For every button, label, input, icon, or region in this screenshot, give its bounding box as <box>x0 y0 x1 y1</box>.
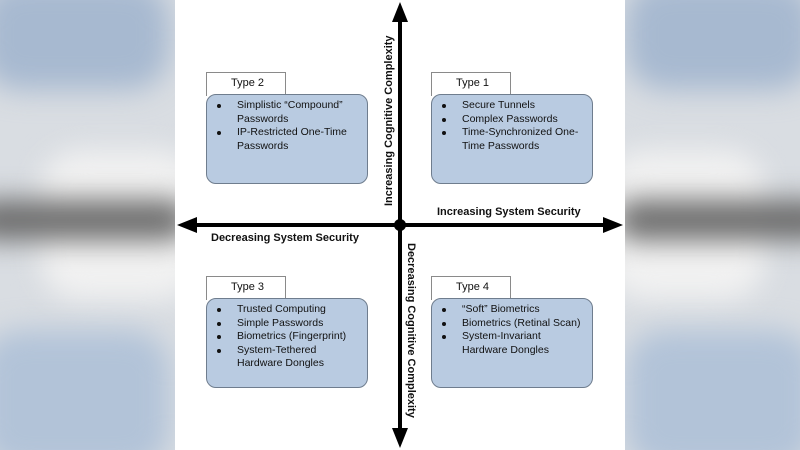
bullet-icon <box>217 335 221 339</box>
bullet-icon <box>442 321 446 326</box>
list-item: Biometrics (Retinal Scan) <box>440 317 588 331</box>
bullet-icon <box>217 348 221 353</box>
list-item: System-Tethered Hardware Dongles <box>215 344 363 371</box>
blur-shape <box>625 0 800 90</box>
blur-shape <box>0 330 170 450</box>
arrow-up-icon <box>392 2 408 22</box>
blur-shape <box>625 200 800 240</box>
item-text: IP-Restricted One-Time Passwords <box>237 126 347 152</box>
bullet-icon <box>442 104 446 108</box>
list-item: Complex Passwords <box>440 113 588 127</box>
list-item: Biometrics (Fingerprint) <box>215 330 363 344</box>
axes <box>177 2 623 448</box>
item-text: “Soft” Biometrics <box>462 303 540 315</box>
bullet-icon <box>217 104 221 108</box>
item-text: Biometrics (Retinal Scan) <box>462 316 581 329</box>
diagram-canvas: Increasing System Security Decreasing Sy… <box>175 0 625 450</box>
quadrant-title: Type 3 <box>206 276 286 300</box>
axis-label-left: Decreasing System Security <box>211 232 359 244</box>
left-background-blur <box>0 0 175 450</box>
list-item: Simplistic “Compound” Passwords <box>215 99 363 126</box>
bullet-icon <box>217 308 221 312</box>
item-text: System-Invariant Hardware Dongles <box>462 330 549 356</box>
origin-dot <box>394 219 406 231</box>
bullet-icon <box>442 131 446 135</box>
arrow-down-icon <box>392 428 408 448</box>
quadrant-title: Type 1 <box>431 72 511 96</box>
list-item: Secure Tunnels <box>440 99 588 113</box>
list-item: Simple Passwords <box>215 317 363 331</box>
arrow-left-icon <box>177 217 197 233</box>
bullet-icon <box>442 308 446 312</box>
bullet-icon <box>217 321 221 326</box>
item-text: Time-Synchronized One-Time Passwords <box>462 126 579 152</box>
axis-label-up: Increasing Cognitive Complexity <box>383 35 395 206</box>
blur-shape <box>0 200 175 240</box>
list-item: “Soft” Biometrics <box>440 303 588 317</box>
axis-label-down: Decreasing Cognitive Complexity <box>405 243 417 418</box>
item-text: Secure Tunnels <box>462 99 535 111</box>
item-text: System-Tethered Hardware Dongles <box>237 343 324 370</box>
list-item: Trusted Computing <box>215 303 363 317</box>
blur-shape <box>0 0 170 90</box>
list-item: Time-Synchronized One-Time Passwords <box>440 126 588 153</box>
item-text: Simple Passwords <box>237 316 324 329</box>
axis-label-right: Increasing System Security <box>437 206 581 218</box>
quadrant-title: Type 4 <box>431 276 511 300</box>
list-item: System-Invariant Hardware Dongles <box>440 330 588 357</box>
list-item: IP-Restricted One-Time Passwords <box>215 126 363 153</box>
right-background-blur <box>625 0 800 450</box>
bullet-icon <box>442 117 446 122</box>
arrow-right-icon <box>603 217 623 233</box>
item-text: Simplistic “Compound” Passwords <box>237 99 343 125</box>
bullet-icon <box>217 131 221 135</box>
quadrant-title: Type 2 <box>206 72 286 96</box>
item-text: Biometrics (Fingerprint) <box>237 330 347 342</box>
item-text: Trusted Computing <box>237 303 326 315</box>
item-text: Complex Passwords <box>462 112 558 125</box>
blur-shape <box>625 330 800 450</box>
bullet-icon <box>442 335 446 339</box>
